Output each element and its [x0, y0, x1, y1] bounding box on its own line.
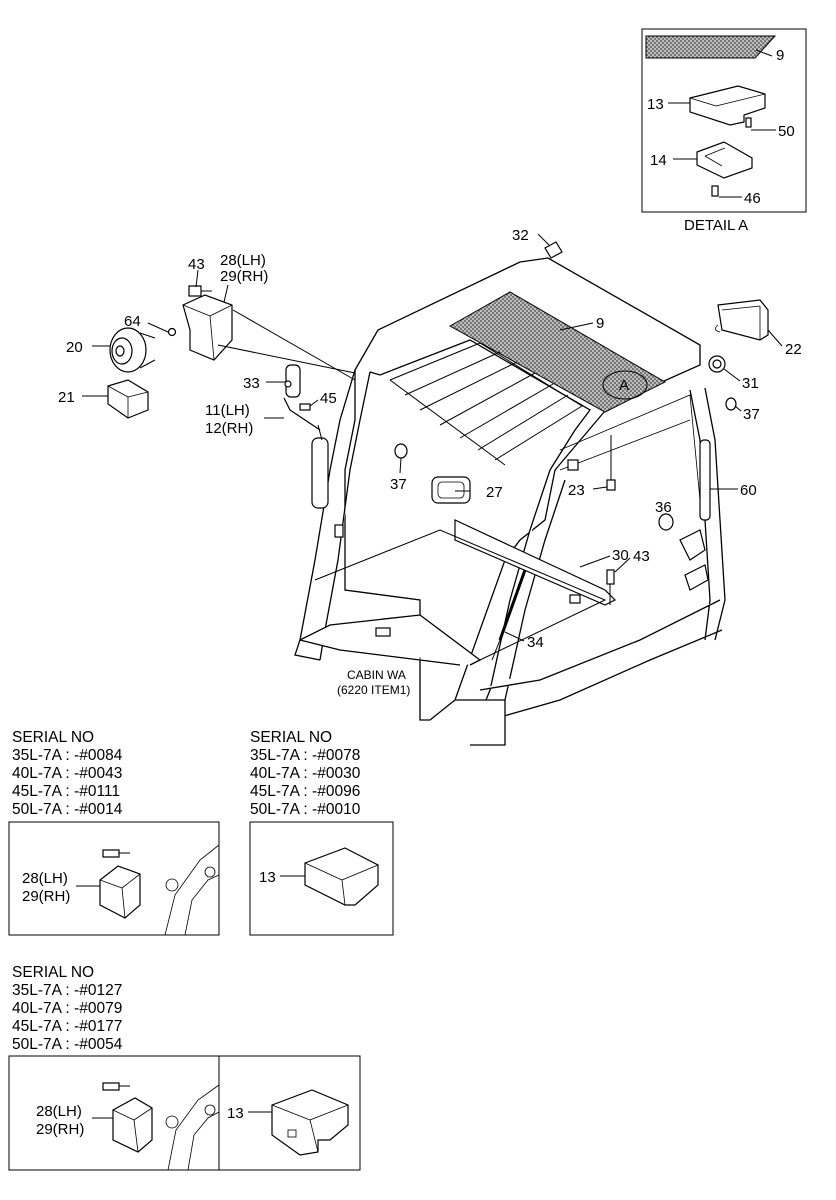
main-labels: 32 43 28(LH) 29(RH) 64 20 21 33 45 11(LH… — [58, 227, 802, 651]
label-60: 60 — [740, 482, 757, 499]
plug-37-left — [394, 443, 408, 459]
label-43-bottom: 43 — [633, 548, 650, 565]
label-37-left: 37 — [390, 476, 407, 493]
detail-bolt-46 — [711, 185, 719, 197]
plug-37-right — [725, 397, 737, 411]
cabin-note-line2: (6220 ITEM1) — [337, 683, 410, 697]
bolt-43-bottom — [606, 569, 615, 605]
plug-36 — [658, 513, 674, 531]
detail-label-14: 14 — [650, 152, 667, 169]
label-28-lh: 28(LH) — [220, 252, 266, 269]
roof-screen — [448, 291, 667, 413]
label-a: A — [619, 377, 629, 394]
serial-line: 45L-7A : -#0111 — [12, 783, 120, 800]
leader-lines — [82, 233, 783, 642]
detail-label-50: 50 — [778, 123, 795, 140]
serial-line: 45L-7A : -#0096 — [250, 783, 360, 800]
label-36: 36 — [655, 499, 672, 516]
detail-bracket-13 — [689, 85, 766, 126]
detail-bracket-14 — [696, 141, 753, 179]
serial-line: 50L-7A : -#0014 — [12, 801, 123, 818]
inset-2-label-13: 13 — [259, 869, 276, 886]
mirror-27 — [431, 476, 471, 504]
inset-box-2: 13 — [249, 821, 394, 936]
detail-roof-panel — [645, 35, 777, 59]
cabin-note: CABIN WA (6220 ITEM1) — [337, 668, 410, 697]
inset-box-1: 28(LH) 29(RH) — [8, 821, 220, 936]
mirror-33 — [284, 364, 301, 398]
horn-20 — [109, 327, 156, 373]
inset-3-label-28: 28(LH) — [36, 1103, 82, 1120]
label-64: 64 — [124, 313, 141, 330]
cabin-note-line1: CABIN WA — [347, 668, 406, 682]
bracket-28-29 — [182, 294, 233, 361]
label-20: 20 — [66, 339, 83, 356]
serial-group-1: SERIAL NO 35L-7A : -#0084 40L-7A : -#004… — [12, 729, 123, 818]
inset-box-3: 28(LH) 29(RH) — [8, 1055, 361, 1171]
serial-line: 40L-7A : -#0030 — [250, 765, 361, 782]
label-30: 30 — [612, 547, 629, 564]
label-37-right: 37 — [743, 406, 760, 423]
label-31: 31 — [742, 375, 759, 392]
label-9: 9 — [596, 315, 604, 332]
detail-a-box: 9 13 50 14 46 DETAIL A — [641, 28, 807, 234]
label-27: 27 — [486, 484, 503, 501]
label-33: 33 — [243, 375, 260, 392]
left-grab-handle — [311, 437, 329, 509]
label-29-rh: 29(RH) — [220, 268, 268, 285]
label-23: 23 — [568, 482, 585, 499]
light-22 — [715, 299, 769, 341]
serial-heading-3: SERIAL NO — [12, 964, 94, 981]
gas-strut — [498, 569, 527, 641]
screw-45 — [299, 403, 311, 411]
label-12-rh: 12(RH) — [205, 420, 253, 437]
inset-4-label-13: 13 — [227, 1105, 244, 1122]
serial-heading-2: SERIAL NO — [250, 729, 332, 746]
detail-label-13: 13 — [647, 96, 664, 113]
detail-label-9: 9 — [776, 47, 784, 64]
roof-ribs — [389, 342, 583, 466]
bolt-43-top — [188, 285, 212, 297]
label-45: 45 — [320, 390, 337, 407]
inset-3-label-29: 29(RH) — [36, 1121, 84, 1138]
washer-64 — [167, 327, 177, 337]
label-21: 21 — [58, 389, 75, 406]
label-32: 32 — [512, 227, 529, 244]
serial-group-3: SERIAL NO 35L-7A : -#0127 40L-7A : -#007… — [12, 964, 123, 1053]
grommet-31 — [708, 355, 726, 373]
label-22: 22 — [785, 341, 802, 358]
serial-group-2: SERIAL NO 35L-7A : -#0078 40L-7A : -#003… — [250, 729, 361, 818]
serial-line: 50L-7A : -#0010 — [250, 801, 361, 818]
serial-heading-1: SERIAL NO — [12, 729, 94, 746]
serial-line: 40L-7A : -#0079 — [12, 1000, 122, 1017]
rear-grab-handle — [699, 439, 711, 521]
serial-line: 50L-7A : -#0054 — [12, 1036, 123, 1053]
serial-line: 35L-7A : -#0078 — [250, 747, 360, 764]
label-43-top: 43 — [188, 256, 205, 273]
detail-label-46: 46 — [744, 190, 761, 207]
label-34: 34 — [527, 634, 544, 651]
inset-box-4: 13 — [227, 1089, 349, 1156]
mirror-arm-11-12 — [283, 397, 323, 441]
label-11-lh: 11(LH) — [205, 402, 250, 419]
bolt-23 — [606, 435, 616, 491]
inset-1-label-28: 28(LH) — [22, 870, 68, 887]
bracket-21 — [107, 379, 149, 419]
inset-1-label-29: 29(RH) — [22, 888, 70, 905]
cap-32 — [544, 241, 563, 259]
serial-line: 35L-7A : -#0084 — [12, 747, 123, 764]
serial-line: 45L-7A : -#0177 — [12, 1018, 122, 1035]
serial-line: 35L-7A : -#0127 — [12, 982, 122, 999]
detail-bolt-50 — [745, 117, 752, 128]
detail-a-title: DETAIL A — [684, 217, 748, 234]
serial-line: 40L-7A : -#0043 — [12, 765, 122, 782]
detail-a-frame — [641, 28, 807, 213]
